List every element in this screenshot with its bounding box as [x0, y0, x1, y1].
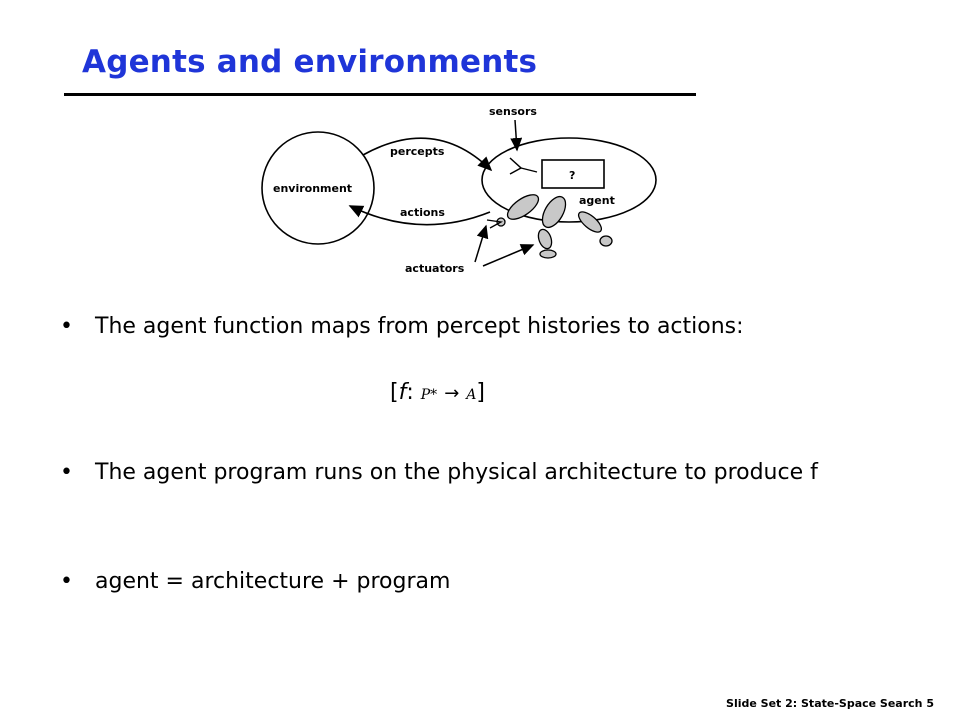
- slide-title: Agents and environments: [82, 44, 538, 80]
- sensors-pointer: [510, 119, 523, 152]
- actuators-pointer-lower: [482, 244, 535, 267]
- agent-function-box: [541, 159, 605, 189]
- actuators-pointer-upper: [474, 224, 489, 263]
- bullet-marker: •: [60, 460, 73, 485]
- formula-percepts: P*: [420, 387, 438, 403]
- bullet-text: agent = architecture + program: [95, 569, 451, 594]
- bullet-marker: •: [60, 569, 73, 594]
- environment-label: environment: [273, 182, 352, 195]
- formula-colon: :: [406, 380, 414, 405]
- actuator-limbs: [486, 194, 613, 259]
- unknown-label: ?: [569, 169, 575, 182]
- sensor-icon: [509, 157, 523, 175]
- slide-footer: Slide Set 2: State-Space Search 5: [726, 697, 934, 710]
- environment-circle: [261, 131, 375, 245]
- percepts-arrow: [362, 137, 493, 172]
- agent-label: agent: [579, 194, 615, 207]
- formula-f: f: [398, 380, 407, 405]
- bullet-text: The agent program runs on the physical a…: [95, 460, 818, 485]
- formula-actions: A: [466, 387, 477, 403]
- formula-close-bracket: ]: [476, 380, 485, 405]
- formula-arrow: →: [444, 383, 460, 404]
- actions-arrow: [348, 205, 491, 226]
- bullet-text: The agent function maps from percept his…: [95, 314, 744, 339]
- actions-label: actions: [400, 206, 445, 219]
- sensor-line: [520, 167, 538, 173]
- title-underline: [64, 93, 696, 96]
- agent-environment-diagram: environment ? agent percepts actions sen…: [261, 105, 657, 275]
- bullet-marker: •: [60, 314, 73, 339]
- sensors-label: sensors: [489, 105, 537, 118]
- actuators-label: actuators: [405, 262, 465, 275]
- agent-function-formula: [f: P* → A]: [390, 380, 485, 405]
- percepts-label: percepts: [390, 145, 445, 158]
- formula-open-bracket: [: [390, 380, 399, 405]
- agent-ellipse: [481, 137, 657, 223]
